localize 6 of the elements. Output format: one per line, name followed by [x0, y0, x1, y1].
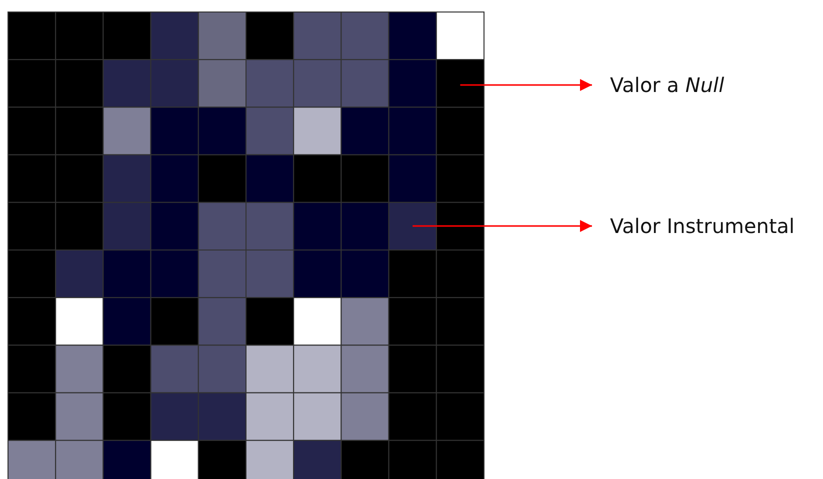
callout-label: Valor a Null — [610, 73, 724, 97]
grid-cell — [436, 59, 484, 108]
callout-label: Valor Instrumental — [610, 214, 795, 238]
grid-cell — [388, 202, 437, 250]
leader-arrow — [460, 79, 592, 91]
leader-arrow — [412, 220, 592, 232]
